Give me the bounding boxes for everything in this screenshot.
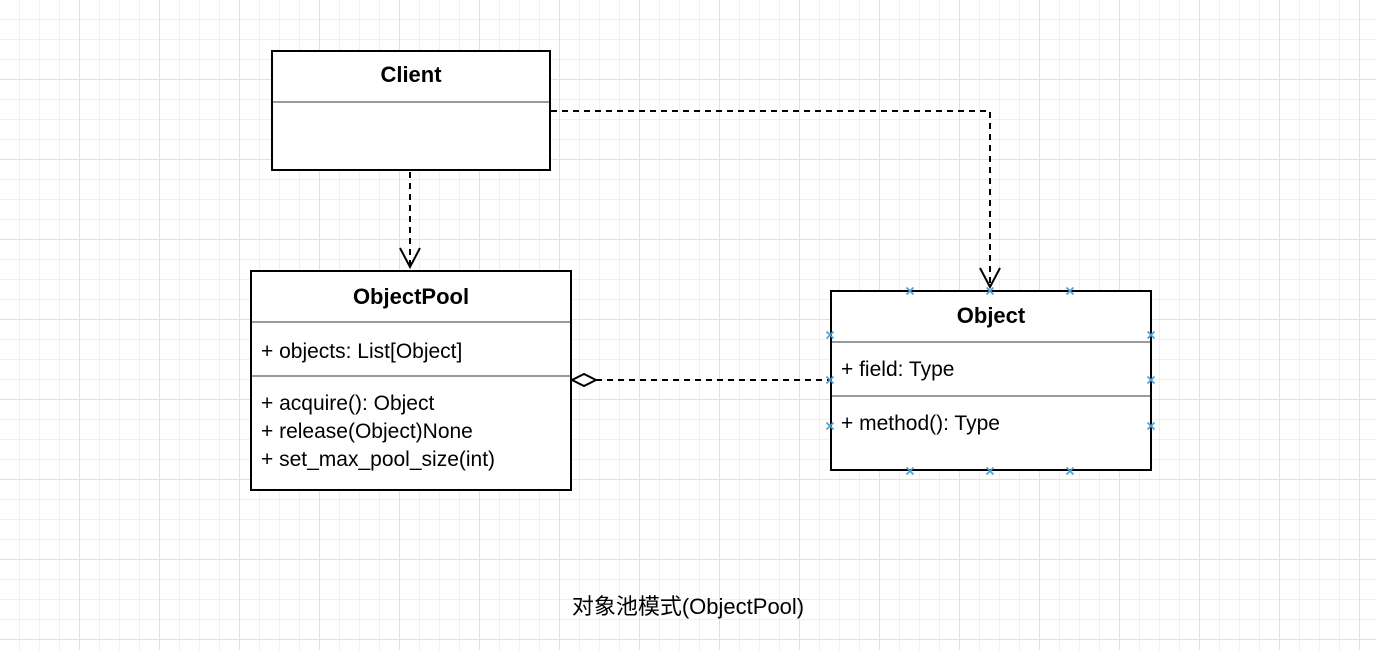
class-method: + set_max_pool_size(int) xyxy=(261,448,496,471)
dependency-client-objectpool[interactable] xyxy=(399,172,421,270)
compartment-divider xyxy=(832,395,1150,397)
class-method: + acquire(): Object xyxy=(261,392,435,415)
object-class[interactable]: Object + field: Type + method(): Type xyxy=(830,290,1152,471)
compartment-divider xyxy=(252,321,570,323)
class-method: + method(): Type xyxy=(841,412,1000,435)
open-arrow-head xyxy=(979,267,1001,290)
compartment-divider xyxy=(273,101,549,103)
dependency-client-object[interactable] xyxy=(551,110,1001,290)
diagram-caption[interactable]: 对象池模式(ObjectPool) xyxy=(571,594,805,619)
class-name: Object xyxy=(956,303,1026,328)
class-name: ObjectPool xyxy=(352,284,470,309)
class-method: + release(Object)None xyxy=(261,420,473,443)
objectpool-class[interactable]: ObjectPool + objects: List[Object] + acq… xyxy=(250,270,572,491)
client-class[interactable]: Client xyxy=(271,50,551,171)
compartment-divider xyxy=(252,375,570,377)
class-name: Client xyxy=(380,62,442,87)
class-attribute: + objects: List[Object] xyxy=(261,340,463,363)
aggregation-objectpool-object[interactable] xyxy=(569,372,830,388)
compartment-divider xyxy=(832,341,1150,343)
open-arrow-head xyxy=(399,247,421,270)
class-attribute: + field: Type xyxy=(841,358,955,381)
aggregation-diamond xyxy=(569,372,599,388)
